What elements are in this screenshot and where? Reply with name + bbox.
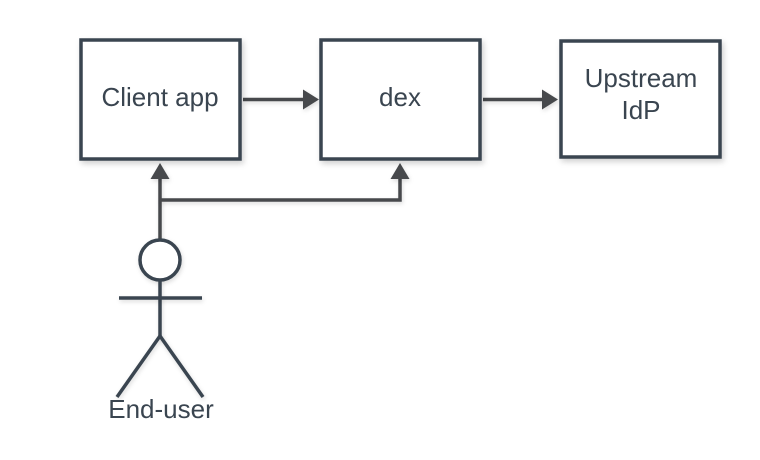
- client-app-label: Client app: [101, 82, 218, 112]
- arrow-dex-to-upstream-idp: [483, 89, 558, 110]
- arrowhead-right-icon: [542, 89, 558, 110]
- arrow-end-user-to-client-app: [150, 163, 170, 240]
- node-end-user-actor: End-user: [108, 238, 214, 424]
- node-upstream-idp: Upstream IdP: [559, 39, 722, 159]
- upstream-idp-label-line1: Upstream: [585, 63, 698, 93]
- actor-head-icon: [138, 238, 182, 282]
- upstream-idp-label-line2: IdP: [621, 95, 660, 125]
- arrowhead-up-icon: [150, 163, 170, 179]
- upstream-idp-box: [559, 39, 722, 159]
- end-user-label: End-user: [108, 394, 214, 424]
- actor-right-leg-icon: [158, 334, 205, 399]
- arrow-client-app-to-dex: [243, 89, 319, 110]
- arrowhead-right-icon: [303, 89, 319, 110]
- actor-left-leg-icon: [115, 334, 162, 399]
- client-app-box: [79, 38, 242, 161]
- arrowhead-up-icon: [390, 163, 410, 179]
- arrow-end-user-to-dex: [160, 163, 410, 202]
- dex-label: dex: [379, 82, 421, 112]
- node-dex: dex: [319, 38, 482, 161]
- dex-box: [319, 38, 482, 161]
- arrow-end-user-to-dex-line: [160, 179, 402, 202]
- node-client-app: Client app: [79, 38, 242, 161]
